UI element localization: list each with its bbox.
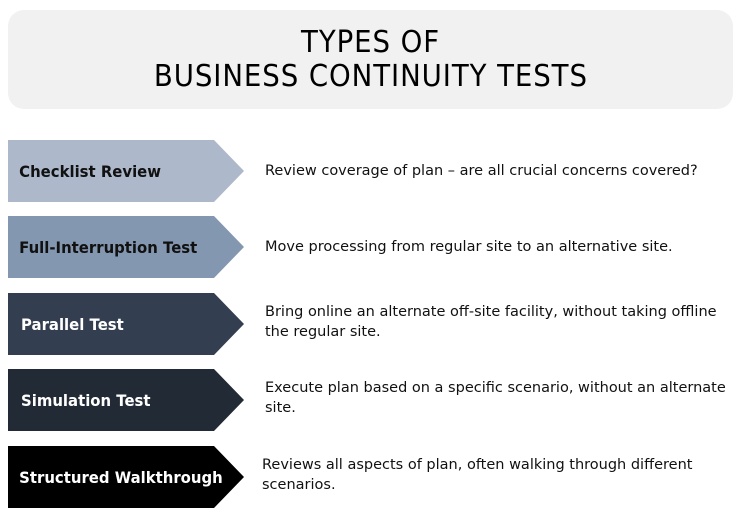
test-type-label: Simulation Test [21, 390, 151, 410]
test-type-description: Bring online an alternate off-site facil… [265, 304, 717, 340]
test-type-row-structured-walkthrough: Structured Walkthrough Reviews all aspec… [0, 446, 745, 508]
title-banner: TYPES OF BUSINESS CONTINUITY TESTS [8, 10, 733, 109]
test-type-description: Move processing from regular site to an … [265, 239, 673, 255]
test-type-row-full-interruption: Full-Interruption Test Move processing f… [0, 216, 745, 278]
test-type-row-parallel: Parallel Test Bring online an alternate … [0, 293, 745, 355]
test-type-row-simulation: Simulation Test Execute plan based on a … [0, 369, 745, 431]
arrow-shape: Full-Interruption Test [8, 216, 244, 278]
test-type-label: Structured Walkthrough [19, 467, 223, 487]
test-type-description: Reviews all aspects of plan, often walki… [262, 457, 693, 493]
arrow-shape: Parallel Test [8, 293, 244, 355]
test-type-label: Checklist Review [19, 161, 162, 181]
title-line-2: BUSINESS CONTINUITY TESTS [153, 58, 588, 94]
test-type-label: Parallel Test [21, 314, 124, 334]
arrow-shape: Checklist Review [8, 140, 244, 202]
arrow-shape: Structured Walkthrough [8, 446, 244, 508]
test-type-label: Full-Interruption Test [19, 237, 198, 257]
test-type-description: Review coverage of plan – are all crucia… [265, 163, 698, 179]
test-type-description: Execute plan based on a specific scenari… [265, 380, 726, 416]
arrow-shape: Simulation Test [8, 369, 244, 431]
title-line-1: TYPES OF [300, 24, 441, 60]
test-type-row-checklist-review: Checklist Review Review coverage of plan… [0, 140, 745, 202]
